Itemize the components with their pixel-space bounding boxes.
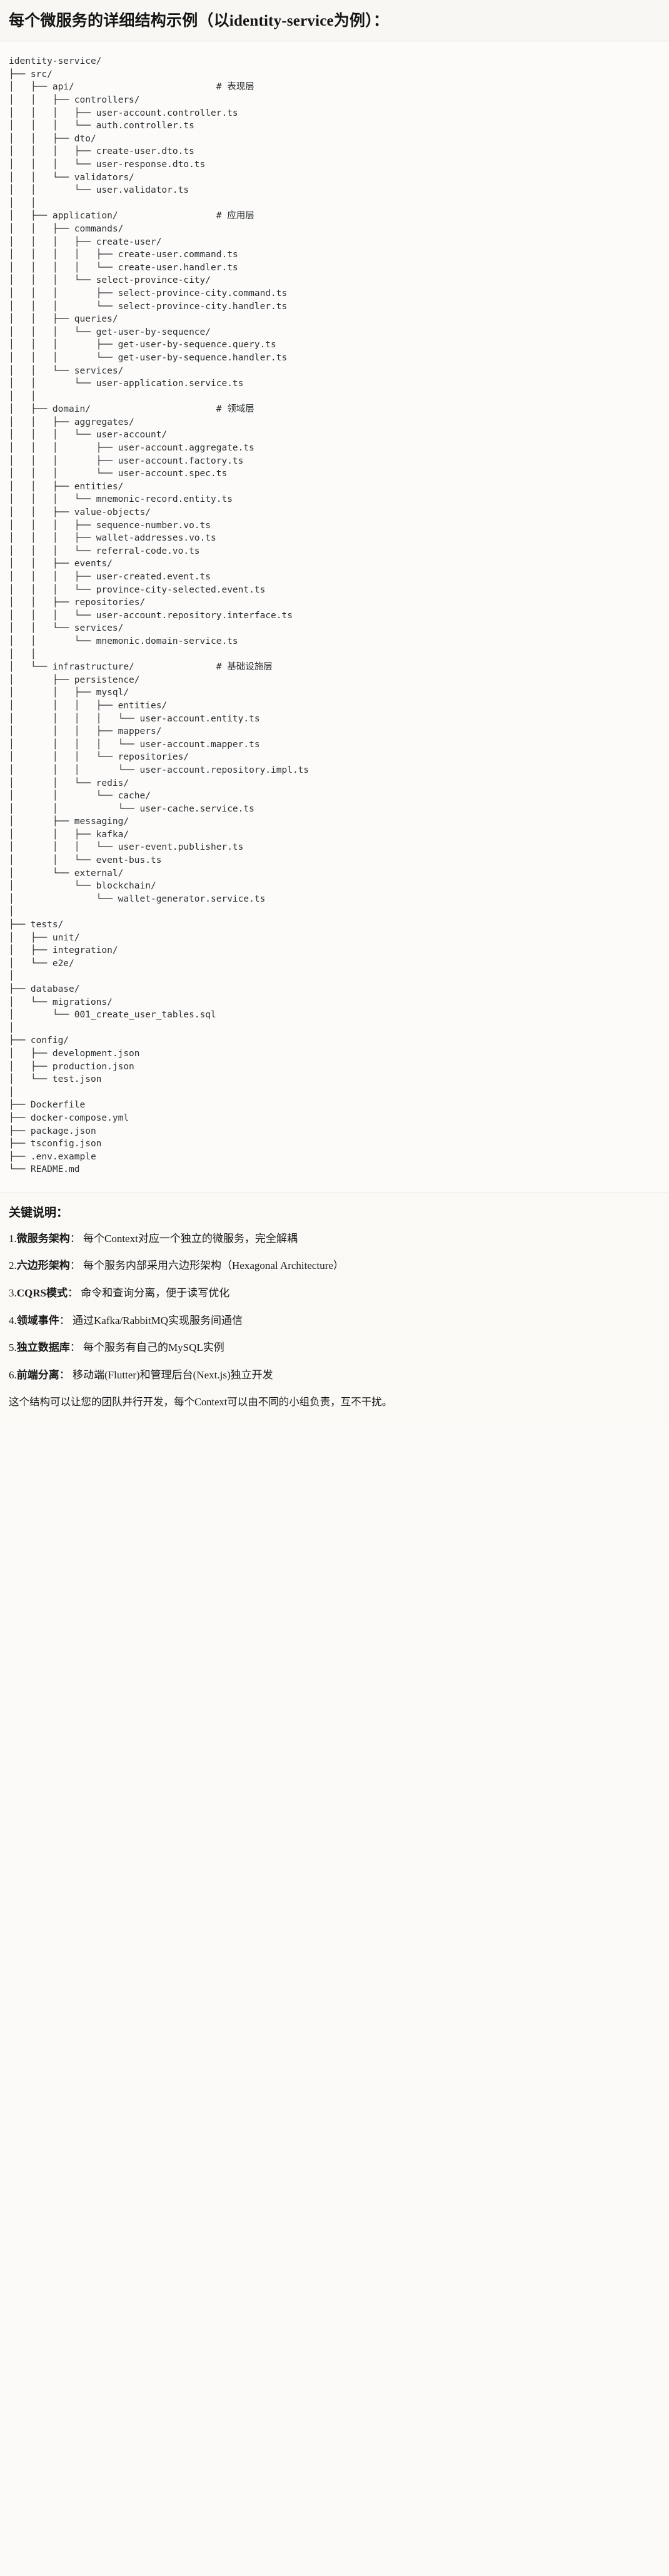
key-note-number: 1.: [9, 1232, 17, 1245]
key-note-item: 4.领域事件： 通过Kafka/RabbitMQ实现服务间通信: [9, 1313, 660, 1329]
key-note-item: 1.微服务架构： 每个Context对应一个独立的微服务，完全解耦: [9, 1231, 660, 1247]
key-note-separator: ：: [69, 1260, 81, 1272]
key-note-separator: ：: [69, 1341, 81, 1354]
key-note-separator: ：: [59, 1314, 70, 1326]
key-note-number: 5.: [9, 1341, 17, 1354]
key-note-number: 3.: [9, 1286, 17, 1299]
key-note-item: 2.六边形架构： 每个服务内部采用六边形架构（Hexagonal Archite…: [9, 1258, 660, 1274]
key-note-item: 3.CQRS模式： 命令和查询分离，便于读写优化: [9, 1286, 660, 1301]
page-title: 每个微服务的详细结构示例（以identity-service为例）：: [9, 13, 390, 29]
key-note-separator: ：: [59, 1368, 70, 1381]
key-note-description: 每个服务有自己的MySQL实例: [83, 1341, 224, 1354]
key-note-number: 2.: [9, 1260, 17, 1272]
directory-tree: identity-service/ ├── src/ │ ├── api/ # …: [9, 56, 309, 1175]
key-note-separator: ：: [67, 1286, 78, 1299]
key-note-number: 4.: [9, 1314, 17, 1326]
key-note-item: 5.独立数据库： 每个服务有自己的MySQL实例: [9, 1340, 660, 1356]
directory-tree-block: identity-service/ ├── src/ │ ├── api/ # …: [0, 41, 669, 1193]
key-note-term: CQRS模式: [16, 1286, 68, 1299]
document-page: 每个微服务的详细结构示例（以identity-service为例）： ident…: [0, 0, 669, 1425]
key-note-description: 每个Context对应一个独立的微服务，完全解耦: [83, 1232, 298, 1245]
key-note-term: 微服务架构: [16, 1232, 70, 1245]
key-note-term: 独立数据库: [16, 1341, 70, 1354]
key-note-description: 命令和查询分离，便于读写优化: [81, 1286, 230, 1299]
key-notes-title: 关键说明：: [9, 1206, 69, 1219]
key-note-description: 每个服务内部采用六边形架构（Hexagonal Architecture）: [83, 1260, 344, 1272]
key-note-term: 六边形架构: [16, 1260, 70, 1272]
closing-paragraph: 这个结构可以让您的团队并行开发，每个Context可以由不同的小组负责，互不干扰…: [9, 1396, 393, 1408]
key-note-item: 6.前端分离： 移动端(Flutter)和管理后台(Next.js)独立开发: [9, 1368, 660, 1383]
document-header: 每个微服务的详细结构示例（以identity-service为例）：: [0, 0, 669, 42]
key-note-separator: ：: [69, 1232, 81, 1245]
key-note-term: 领域事件: [16, 1314, 59, 1326]
key-note-description: 移动端(Flutter)和管理后台(Next.js)独立开发: [73, 1368, 273, 1381]
key-note-term: 前端分离: [16, 1368, 59, 1381]
key-note-number: 6.: [9, 1368, 17, 1381]
key-note-description: 通过Kafka/RabbitMQ实现服务间通信: [73, 1314, 243, 1326]
